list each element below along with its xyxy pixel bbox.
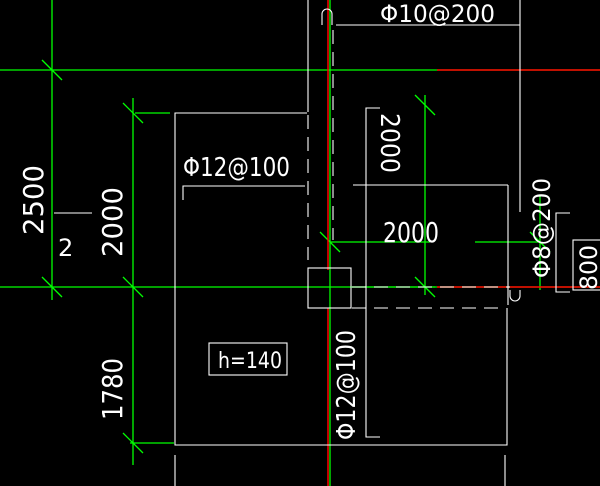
- bracket-horizontal-rebar: [182, 185, 305, 200]
- dimension-2000-horizontal-label: 2000: [383, 216, 439, 249]
- tick: [319, 231, 341, 253]
- dashed-outlines: [307, 30, 510, 309]
- tick: [529, 231, 551, 253]
- rebar-lines: [327, 0, 600, 486]
- slab-outline-left: [174, 112, 508, 446]
- dimension-1780-label: 1780: [96, 358, 129, 420]
- rebar-hook-top: [321, 8, 333, 25]
- tick: [41, 276, 63, 298]
- bracket-vertical-rebar: [365, 107, 380, 438]
- dimension-ticks: [41, 59, 551, 454]
- dimension-2000-vertical-label: 2000: [374, 113, 404, 173]
- tick: [41, 59, 63, 81]
- dimension-800-label: 800: [575, 245, 600, 290]
- slab-outlines: [54, 0, 600, 486]
- rebar-hook-right: [509, 290, 521, 302]
- tick: [122, 432, 144, 454]
- top-rebar-label: Φ10@200: [380, 0, 495, 28]
- slab-thickness-box: [208, 342, 288, 376]
- slab-thickness-label: h=140: [218, 349, 282, 374]
- dimension-2500-label: 2500: [17, 165, 50, 235]
- rebar-right-label: Φ8@200: [528, 178, 556, 278]
- tick: [414, 94, 436, 116]
- tick: [122, 102, 144, 124]
- rebar-horizontal-label: Φ12@100: [183, 153, 290, 183]
- grid-marker-label: 2: [58, 234, 73, 262]
- rebar-vertical-label: Φ12@100: [332, 330, 362, 440]
- dimension-2000-left-label: 2000: [96, 187, 129, 257]
- bracket-right-rebar: [555, 212, 570, 293]
- right-edge-box: [572, 239, 600, 291]
- tick: [122, 276, 144, 298]
- column-square: [307, 267, 352, 309]
